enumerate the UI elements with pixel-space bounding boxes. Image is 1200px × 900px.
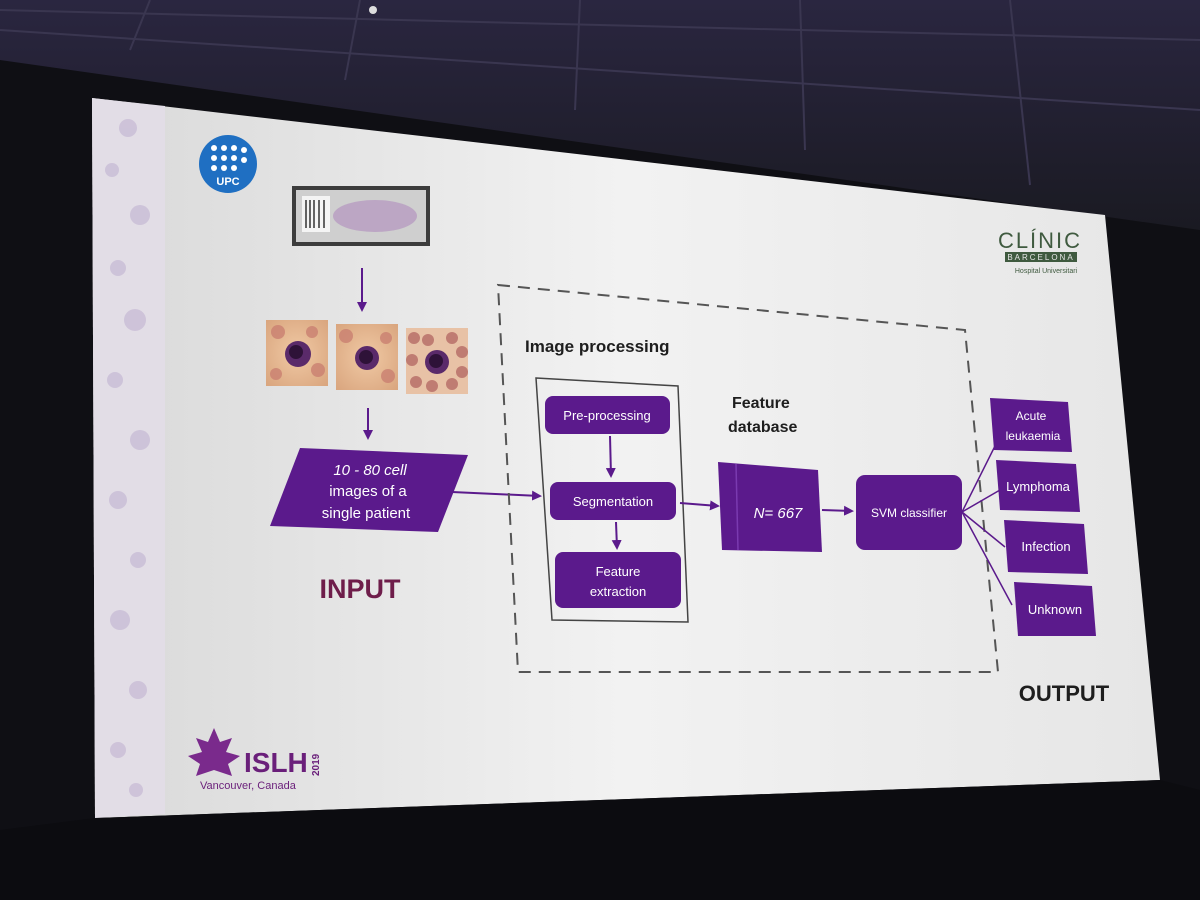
cell-image-3	[406, 328, 468, 394]
decorative-cell-strip	[92, 98, 165, 818]
output-class-unknown	[1014, 582, 1096, 636]
input-label: INPUT	[320, 574, 402, 604]
feature-database-title-1: Feature	[732, 395, 790, 412]
feature-extraction-line-1: Feature	[596, 564, 641, 579]
arrow-database-to-classifier	[821, 505, 854, 516]
output-class-2-label: Lymphoma	[1006, 479, 1071, 494]
output-class-acute-leukaemia	[990, 398, 1072, 452]
islh-logo: ISLH 2019 Vancouver, Canada	[188, 728, 322, 792]
output-class-3-label: Infection	[1021, 539, 1070, 554]
arrow-pre-to-segmentation	[605, 435, 616, 478]
islh-logo-location: Vancouver, Canada	[200, 780, 297, 792]
ceiling	[0, 0, 1200, 230]
clinic-logo: CLÍNIC BARCELONA Hospital Universitari	[998, 228, 1082, 275]
output-class-infection	[1004, 520, 1088, 574]
upc-logo-text: UPC	[216, 176, 239, 188]
output-class-1-line-2: leukaemia	[1006, 429, 1061, 443]
segmentation-step	[550, 482, 676, 520]
ceiling-grid	[0, 0, 1200, 186]
input-line-1: 10 - 80 cell	[333, 462, 407, 479]
feature-extraction-line-2: extraction	[590, 584, 646, 599]
input-line-2: images of a	[329, 483, 407, 500]
projection-screen	[92, 98, 1160, 818]
output-label: OUTPUT	[1019, 681, 1110, 706]
feature-database-value: N= 667	[754, 505, 803, 522]
clinic-logo-name: CLÍNIC	[998, 228, 1082, 253]
svm-classifier-box	[856, 475, 962, 550]
islh-logo-text: ISLH	[244, 747, 308, 778]
feature-database-title-2: database	[728, 419, 797, 436]
maple-leaf-icon	[188, 728, 240, 776]
output-class-4-label: Unknown	[1028, 602, 1082, 617]
feature-database-box	[718, 462, 822, 552]
svm-classifier-label: SVM classifier	[871, 506, 947, 520]
input-box	[270, 448, 468, 532]
processing-steps-frame	[535, 377, 689, 623]
cell-image-2	[336, 324, 398, 390]
output-class-lymphoma	[996, 460, 1080, 512]
decorative-cells	[105, 119, 150, 797]
room-floor-shadow	[0, 780, 1200, 900]
segmentation-label: Segmentation	[573, 494, 653, 509]
ceiling-light-icon	[369, 6, 377, 14]
pre-processing-step	[545, 396, 670, 434]
glass-slide-image	[292, 186, 430, 246]
classifier-output-connectors	[961, 445, 1013, 606]
input-line-3: single patient	[322, 505, 411, 522]
pre-processing-label: Pre-processing	[563, 408, 650, 423]
feature-database-divider	[735, 463, 739, 551]
feature-extraction-step	[555, 552, 681, 608]
arrow-segmentation-to-extraction	[611, 521, 622, 550]
image-processing-title: Image processing	[525, 337, 670, 356]
image-processing-region	[496, 283, 1000, 673]
cell-image-1	[266, 320, 328, 386]
output-class-1-line-1: Acute	[1016, 409, 1047, 423]
clinic-logo-sub: BARCELONA	[1007, 253, 1074, 262]
arrow-segmentation-to-database	[679, 500, 720, 511]
upc-logo: UPC	[199, 135, 257, 193]
arrow-input-to-processing	[451, 490, 542, 501]
islh-logo-year: 2019	[311, 753, 322, 776]
clinic-logo-tag: Hospital Universitari	[1015, 268, 1078, 275]
